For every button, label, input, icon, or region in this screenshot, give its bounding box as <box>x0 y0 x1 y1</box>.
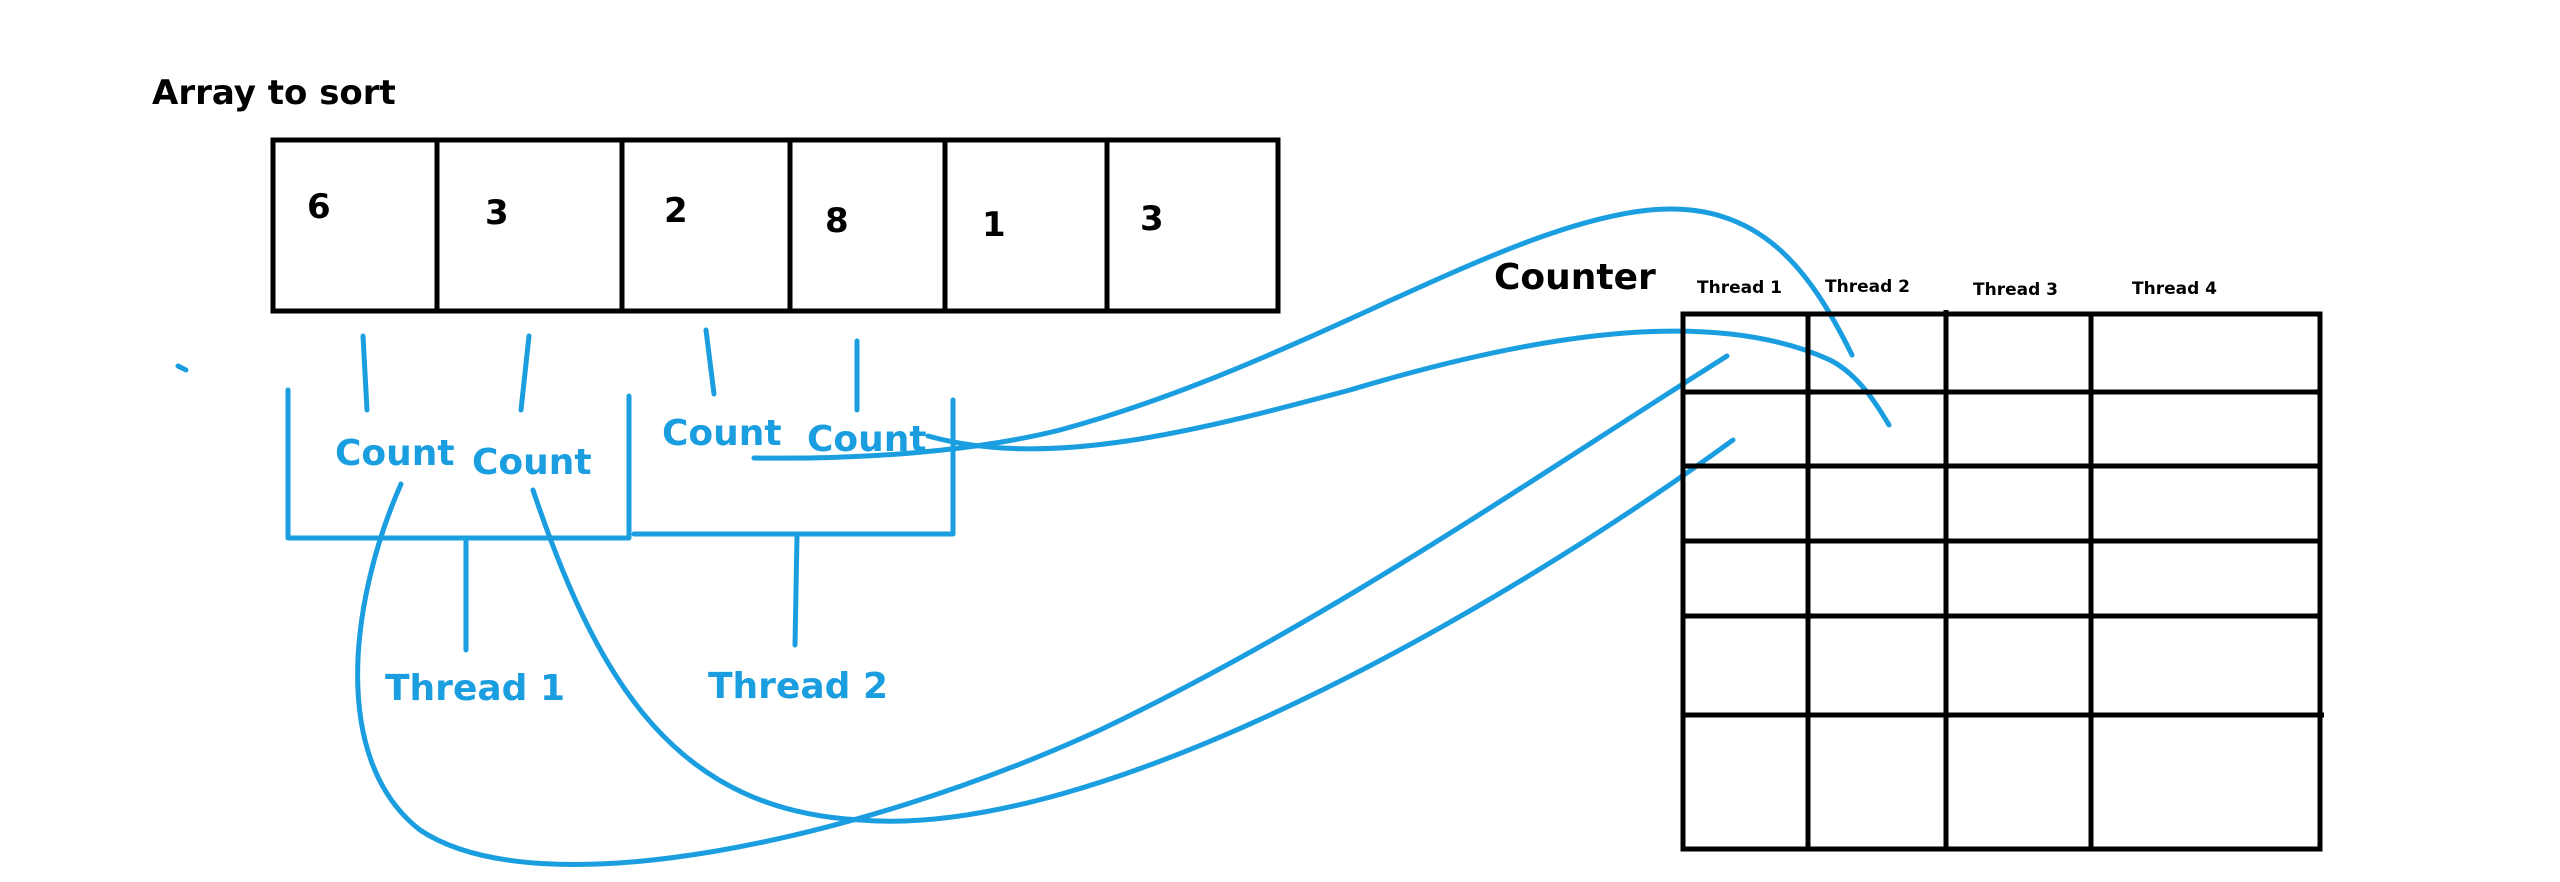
counter-column-header: Thread 3 <box>1973 280 2058 300</box>
pointer-line <box>360 333 370 413</box>
thread-2-arrow <box>751 206 1855 461</box>
thread-bracket <box>285 387 632 541</box>
count-label: Count <box>335 433 455 474</box>
thread-label: Thread 1 <box>385 668 565 709</box>
counter-column-header: Thread 2 <box>1825 277 1910 297</box>
thread-2-arrow <box>925 328 1892 452</box>
pointer-line <box>703 327 717 397</box>
thread-1-arrow <box>355 353 1730 867</box>
thread-bracket <box>631 397 956 537</box>
count-label: Count <box>472 442 592 483</box>
array-title: Array to sort <box>152 73 396 113</box>
counter-title: Counter <box>1494 257 1656 298</box>
array-outline <box>270 137 1281 314</box>
thread-1-arrow <box>530 437 1736 824</box>
counter-column-header: Thread 1 <box>1697 278 1782 298</box>
array-value: 8 <box>825 201 849 241</box>
counter-column-header: Thread 4 <box>2132 279 2217 299</box>
count-label: Count <box>662 413 782 454</box>
stray-mark <box>175 363 189 373</box>
array-value: 2 <box>664 191 688 231</box>
array-value: 1 <box>982 205 1006 245</box>
thread-stem <box>792 533 800 648</box>
array-value: 3 <box>1140 199 1164 239</box>
array-value: 3 <box>485 193 509 233</box>
pointer-line <box>518 333 532 413</box>
thread-label: Thread 2 <box>708 666 888 707</box>
array-value: 6 <box>307 187 331 227</box>
counter-table <box>1680 311 2323 852</box>
